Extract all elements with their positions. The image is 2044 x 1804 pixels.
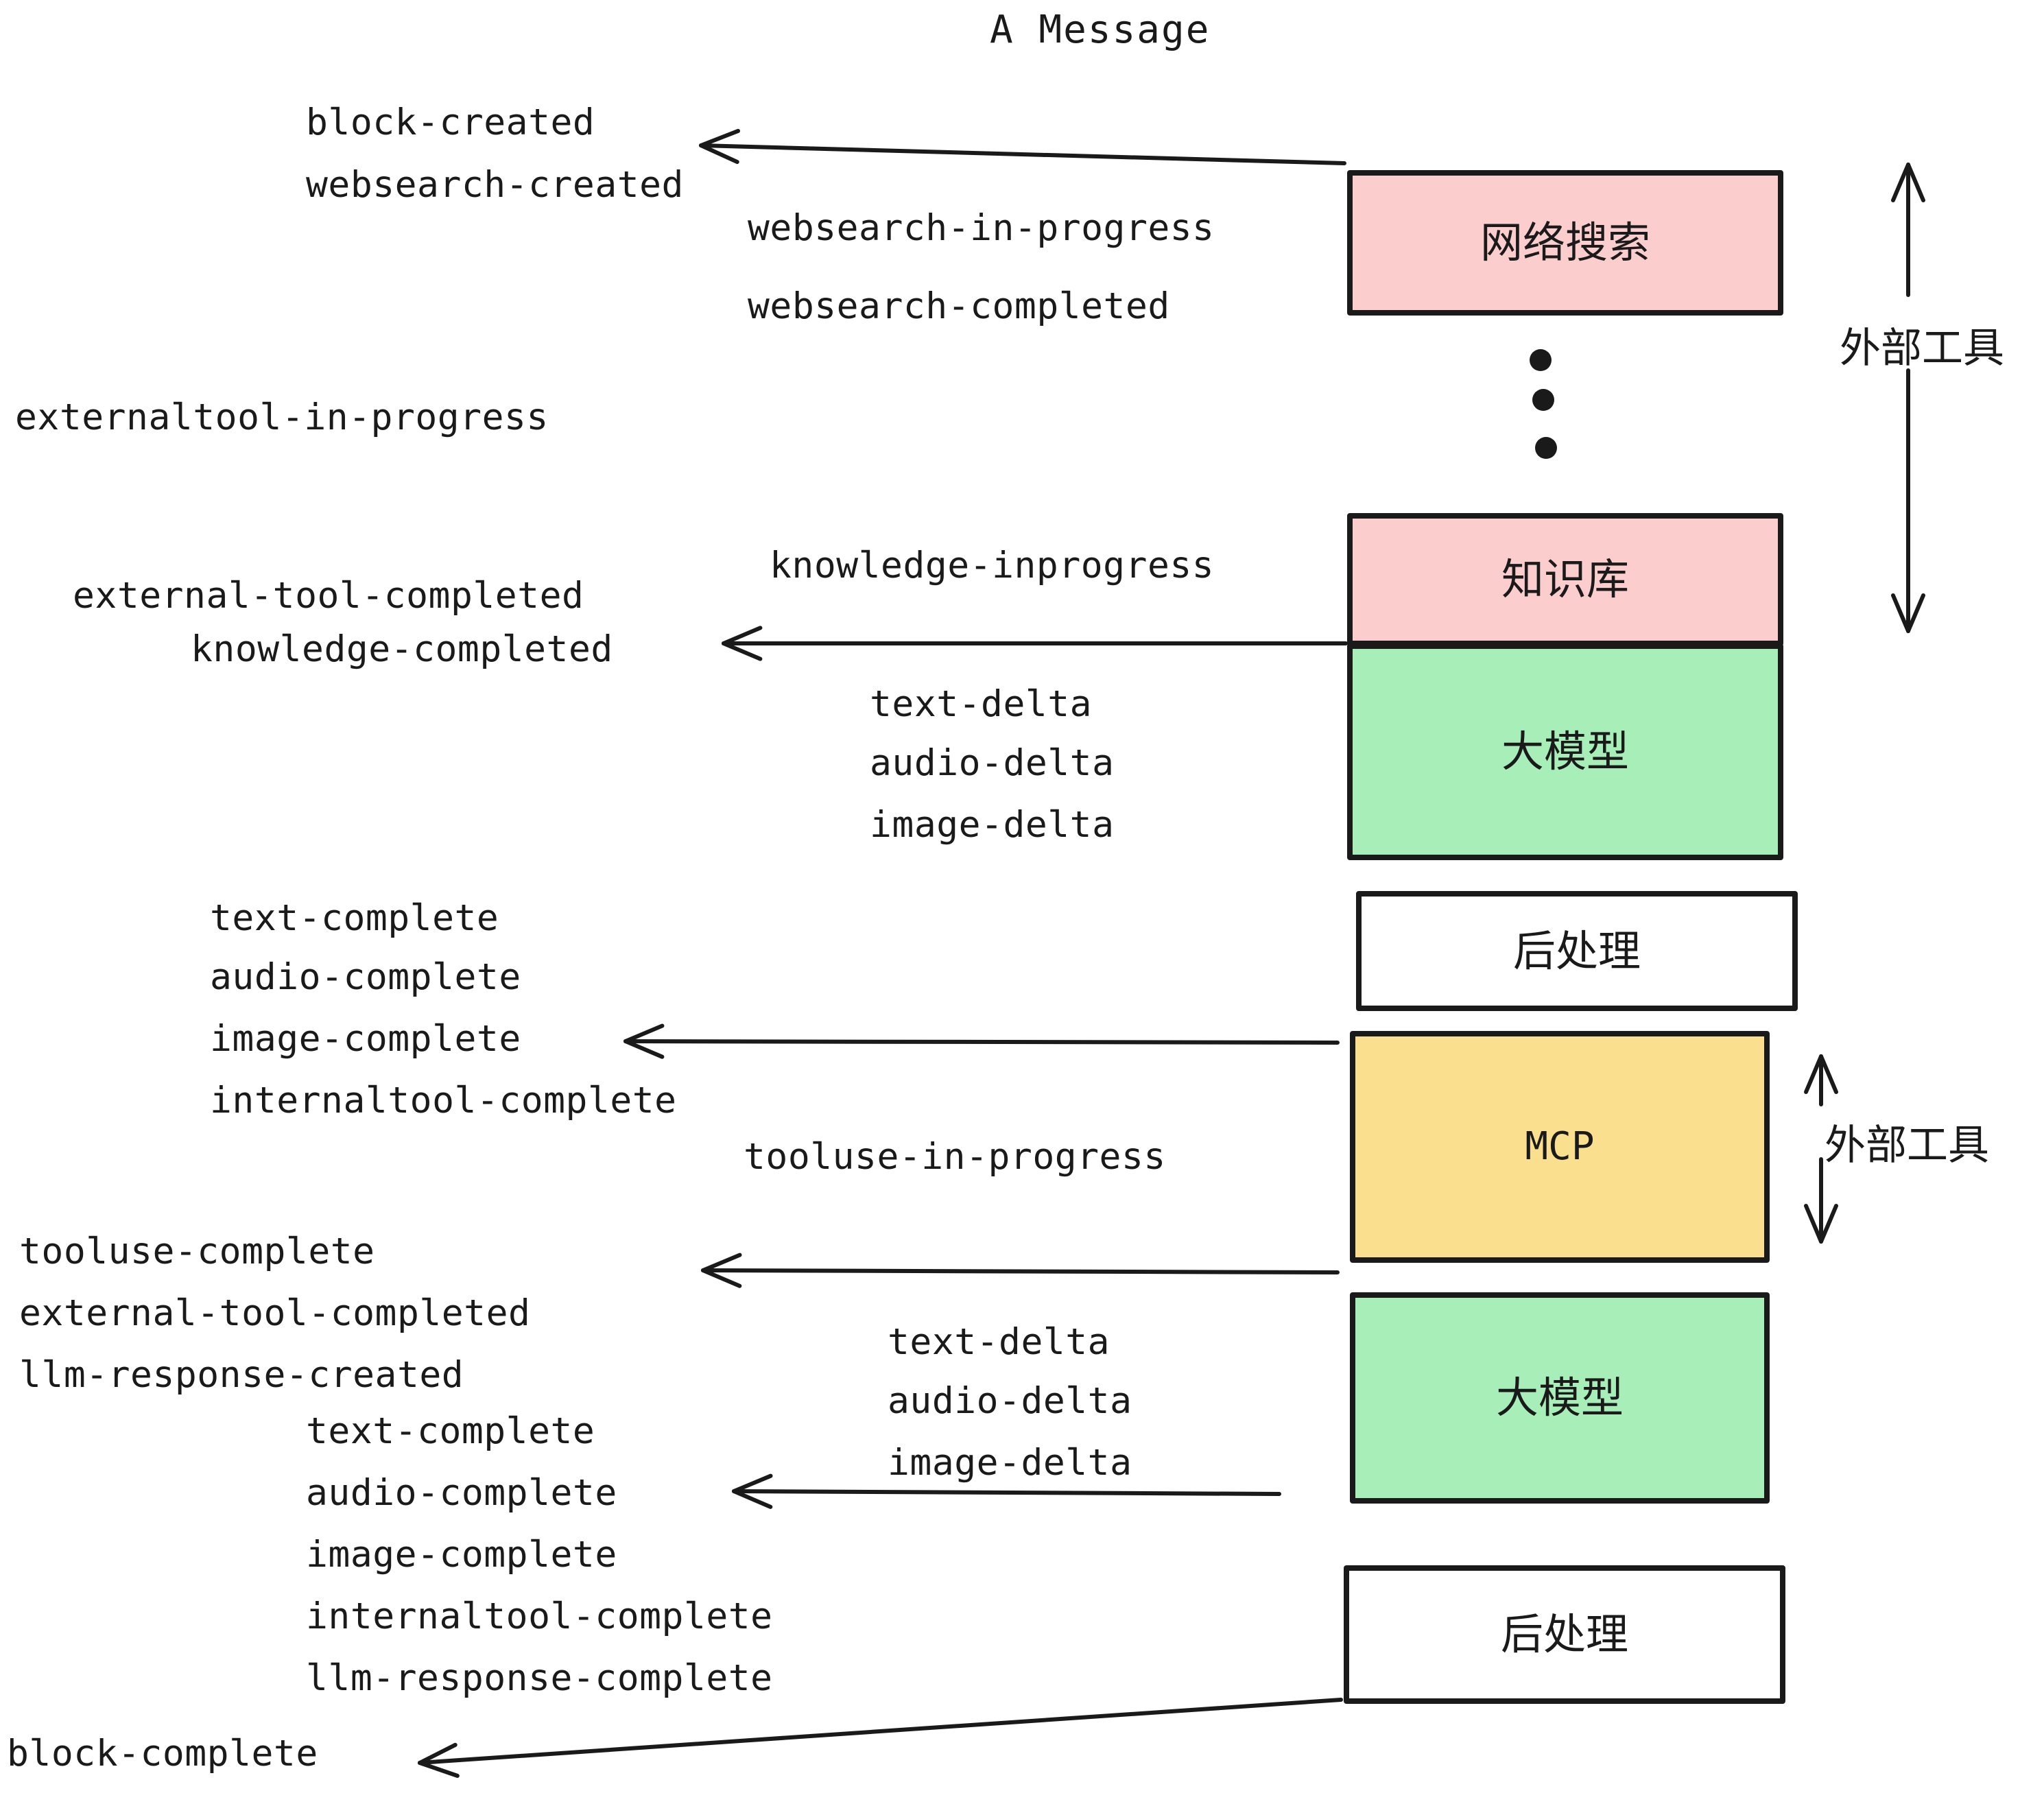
arrow-block-complete	[418, 1698, 1343, 1778]
event-label-image-delta-2: image-delta	[888, 1442, 1132, 1484]
event-label-image-complete-2: image-complete	[306, 1534, 617, 1576]
box-llm-1	[1347, 643, 1783, 860]
box-postprocess-2	[1344, 1565, 1785, 1704]
event-label-knowledge-completed: knowledge-completed	[191, 628, 613, 670]
event-label-text-delta-1: text-delta	[870, 683, 1093, 725]
event-label-text-complete-1: text-complete	[210, 897, 499, 939]
event-label-audio-complete-1: audio-complete	[210, 956, 521, 998]
arrow-block-created	[699, 128, 1346, 165]
side-label-external-tools-top: 外部工具	[1840, 324, 2004, 372]
event-label-tooluse-in-progress: tooluse-in-progress	[744, 1136, 1166, 1178]
event-label-audio-complete-2: audio-complete	[306, 1472, 617, 1514]
ellipsis-dots-layer	[1530, 349, 1557, 459]
event-label-tooluse-complete: tooluse-complete	[19, 1231, 375, 1272]
event-label-block-created: block-created	[306, 102, 595, 143]
range-arrows-layer	[1804, 163, 1925, 1244]
event-label-llm-response-complete: llm-response-complete	[306, 1657, 773, 1699]
event-label-internaltool-complete-2: internaltool-complete	[306, 1595, 773, 1637]
event-label-image-delta-1: image-delta	[870, 804, 1115, 846]
external-tools-range-top-up-arrow	[1891, 163, 1925, 297]
external-tools-range-bottom-up-arrow	[1804, 1054, 1838, 1106]
box-postprocess-1	[1356, 891, 1798, 1011]
event-label-externaltool-in-progress: externaltool-in-progress	[15, 396, 549, 438]
event-label-external-tool-completed-2: external-tool-completed	[19, 1292, 531, 1334]
arrow-audio-complete	[732, 1473, 1281, 1509]
arrows-layer	[418, 128, 1348, 1778]
event-label-websearch-created: websearch-created	[306, 164, 684, 206]
arrow-knowledge-done	[722, 626, 1348, 661]
event-label-audio-delta-1: audio-delta	[870, 742, 1115, 784]
box-websearch	[1347, 170, 1783, 316]
event-label-knowledge-inprogress: knowledge-inprogress	[770, 545, 1215, 586]
ellipsis-dot-3	[1535, 437, 1557, 459]
box-llm-2	[1350, 1292, 1770, 1504]
arrow-image-complete	[623, 1023, 1340, 1059]
external-tools-range-top-down-arrow	[1891, 368, 1925, 633]
event-label-llm-response-created: llm-response-created	[19, 1354, 464, 1396]
event-label-internaltool-complete-1: internaltool-complete	[210, 1080, 677, 1121]
event-label-audio-delta-2: audio-delta	[888, 1380, 1132, 1422]
event-label-text-complete-2: text-complete	[306, 1410, 595, 1452]
external-tools-range-bottom-down-arrow	[1804, 1157, 1838, 1244]
page-title: A Message	[990, 8, 1211, 52]
event-label-external-tool-completed-1: external-tool-completed	[73, 575, 584, 617]
event-label-websearch-in-progress: websearch-in-progress	[748, 207, 1215, 249]
event-label-image-complete-1: image-complete	[210, 1018, 521, 1060]
box-knowledge	[1347, 513, 1783, 646]
boxes-layer	[1344, 170, 1798, 1704]
arrow-tooluse-done	[701, 1253, 1340, 1288]
ellipsis-dot-2	[1532, 389, 1554, 411]
event-label-text-delta-2: text-delta	[888, 1321, 1110, 1363]
ellipsis-dot-1	[1530, 349, 1552, 371]
box-mcp	[1350, 1031, 1770, 1263]
event-label-block-complete: block-complete	[7, 1733, 318, 1775]
event-label-websearch-completed: websearch-completed	[748, 285, 1170, 327]
side-label-external-tools-bottom: 外部工具	[1825, 1121, 1989, 1170]
